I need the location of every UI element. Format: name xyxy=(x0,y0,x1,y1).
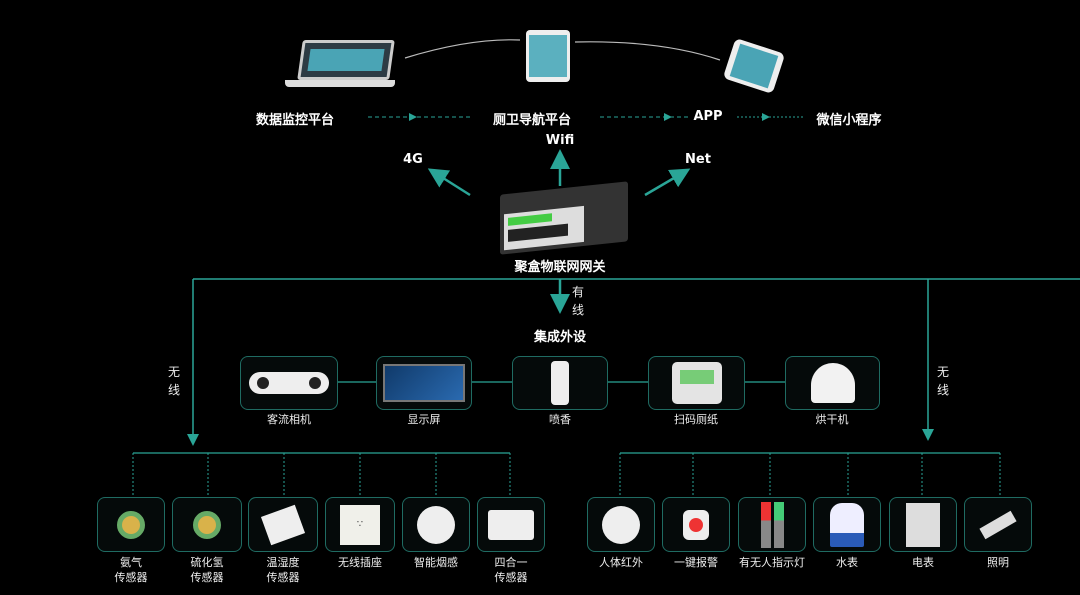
electric-meter-icon xyxy=(906,502,940,547)
sensor-label: 温湿度传感器 xyxy=(266,556,300,584)
gateway-label: 聚盒物联网网关 xyxy=(514,260,606,275)
socket-icon: ∵ xyxy=(340,504,380,545)
pir-sensor-icon xyxy=(602,505,640,544)
sensor-label: 硫化氢传感器 xyxy=(190,556,224,584)
4g-label: 4G xyxy=(403,152,423,167)
electric-meter-box[interactable] xyxy=(889,497,957,552)
peripheral-label: 扫码厕纸 xyxy=(674,413,718,426)
alarm-button-icon xyxy=(683,509,709,540)
device-label: 有无人指示灯 xyxy=(739,556,805,569)
sensor-label: 四合一传感器 xyxy=(494,556,528,584)
wifi-label: Wifi xyxy=(545,133,575,148)
peripheral-label: 客流相机 xyxy=(267,413,311,426)
sensor-label: 智能烟感 xyxy=(414,556,458,569)
fragrance-dispenser-icon xyxy=(551,361,569,405)
occupancy-light-icon xyxy=(760,501,784,548)
integrated-peripherals-title: 集成外设 xyxy=(533,330,587,345)
h2s-sensor-box[interactable] xyxy=(172,497,242,552)
peripheral-label: 显示屏 xyxy=(407,413,441,426)
device-label: 水表 xyxy=(836,556,858,569)
tablet-icon xyxy=(526,30,570,82)
data-monitor-platform-label: 数据监控平台 xyxy=(255,113,335,128)
wechat-miniprogram-label: 微信小程序 xyxy=(816,113,882,128)
sensor-label: 氨气传感器 xyxy=(114,556,148,584)
water-meter-box[interactable] xyxy=(813,497,881,552)
wireless-socket-box[interactable]: ∵ xyxy=(325,497,395,552)
smoke-detector-box[interactable] xyxy=(402,497,470,552)
passenger-camera-box[interactable] xyxy=(240,356,338,410)
app-label: APP xyxy=(693,109,723,124)
alarm-button-box[interactable] xyxy=(662,497,730,552)
four-in-one-sensor-icon xyxy=(488,509,534,540)
paper-dispenser-icon xyxy=(671,362,722,404)
gas-sensor-icon xyxy=(117,510,145,539)
device-label: 照明 xyxy=(987,556,1009,569)
lighting-box[interactable] xyxy=(964,497,1032,552)
laptop-base xyxy=(285,80,395,87)
lighting-icon xyxy=(979,510,1017,539)
scan-paper-box[interactable] xyxy=(648,356,745,410)
gas-sensor-icon xyxy=(193,510,221,539)
fragrance-box[interactable] xyxy=(512,356,608,410)
peripheral-label: 烘干机 xyxy=(815,413,849,426)
wireless-label-right: 无线 xyxy=(937,365,950,397)
peripheral-label: 喷香 xyxy=(549,413,571,426)
display-icon xyxy=(383,364,465,402)
temp-humidity-sensor-box[interactable] xyxy=(248,497,318,552)
net-label: Net xyxy=(685,152,711,167)
water-meter-icon xyxy=(830,502,864,547)
device-label: 人体红外 xyxy=(599,556,643,569)
device-label: 电表 xyxy=(912,556,934,569)
wired-label: 有线 xyxy=(572,285,585,317)
laptop-icon xyxy=(297,40,395,80)
temp-humidity-sensor-icon xyxy=(260,504,306,545)
device-label: 一键报警 xyxy=(674,556,718,569)
wireless-label-left: 无线 xyxy=(168,365,181,397)
sensor-label: 无线插座 xyxy=(338,556,382,569)
toilet-nav-platform-label: 厕卫导航平台 xyxy=(492,113,572,128)
display-screen-box[interactable] xyxy=(376,356,472,410)
smoke-detector-icon xyxy=(417,505,455,544)
occupancy-light-box[interactable] xyxy=(738,497,806,552)
hand-dryer-icon xyxy=(810,363,855,403)
hand-dryer-box[interactable] xyxy=(785,356,880,410)
camera-icon xyxy=(249,372,329,394)
pir-sensor-box[interactable] xyxy=(587,497,655,552)
ammonia-sensor-box[interactable] xyxy=(97,497,165,552)
four-in-one-sensor-box[interactable] xyxy=(477,497,545,552)
